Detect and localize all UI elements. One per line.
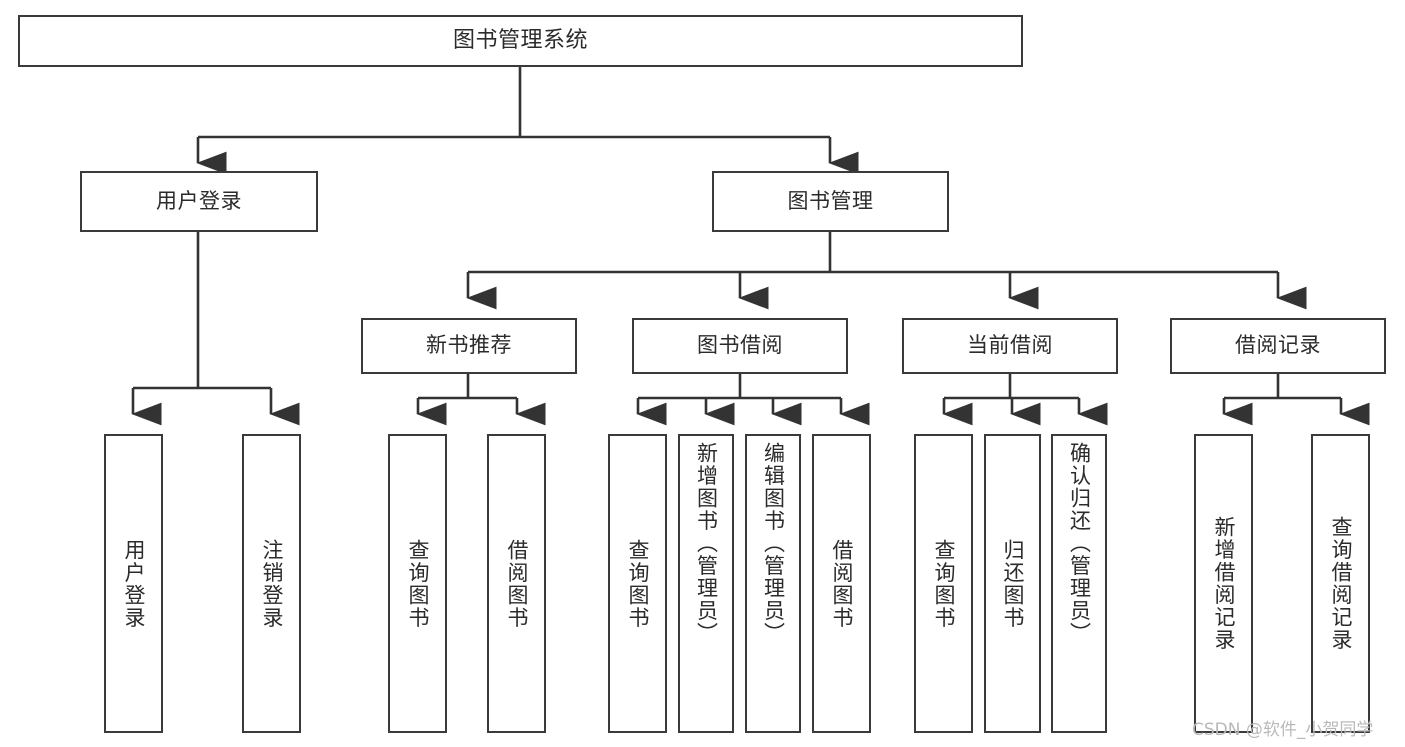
node-borrow-record[interactable]: 借阅记录 (1170, 318, 1386, 374)
node-label: 确认归还（管理员） (1067, 442, 1092, 645)
node-label: 新增借阅记录 (1211, 516, 1236, 651)
node-label: 查询图书 (931, 538, 956, 629)
node-label: 归还图书 (1000, 538, 1025, 629)
leaf-borrow-book-recommend[interactable]: 借阅图书 (487, 434, 546, 733)
node-user-login[interactable]: 用户登录 (80, 171, 318, 232)
leaf-query-book-current[interactable]: 查询图书 (914, 434, 973, 733)
node-book-borrow[interactable]: 图书借阅 (632, 318, 848, 374)
leaf-user-login[interactable]: 用户登录 (104, 434, 163, 733)
node-label: 图书管理 (787, 188, 874, 213)
node-new-book-recommend[interactable]: 新书推荐 (361, 318, 577, 374)
leaf-add-book-admin[interactable]: 新增图书（管理员） (678, 434, 734, 733)
leaf-add-borrow-record[interactable]: 新增借阅记录 (1194, 434, 1253, 733)
node-label: 注销登录 (259, 538, 284, 629)
node-root-book-management-system[interactable]: 图书管理系统 (18, 15, 1023, 67)
leaf-logout-login[interactable]: 注销登录 (242, 434, 301, 733)
node-label: 图书管理系统 (452, 27, 588, 53)
csdn-watermark: CSDN @软件_小贺同学 (1192, 720, 1374, 740)
leaf-edit-book-admin[interactable]: 编辑图书（管理员） (745, 434, 801, 733)
node-label: 查询图书 (405, 538, 430, 629)
leaf-query-book-recommend[interactable]: 查询图书 (388, 434, 447, 733)
leaf-borrow-book-borrow[interactable]: 借阅图书 (812, 434, 871, 733)
leaf-query-borrow-record[interactable]: 查询借阅记录 (1311, 434, 1370, 733)
node-current-borrow[interactable]: 当前借阅 (902, 318, 1118, 374)
node-label: 借阅记录 (1235, 333, 1321, 358)
node-label: 用户登录 (121, 538, 146, 629)
node-label: 借阅图书 (504, 538, 529, 629)
node-label: 查询图书 (625, 538, 650, 629)
node-label: 查询借阅记录 (1328, 516, 1353, 651)
node-label: 借阅图书 (829, 538, 854, 629)
node-label: 编辑图书（管理员） (761, 442, 786, 645)
node-label: 当前借阅 (967, 333, 1053, 358)
node-label: 新增图书（管理员） (694, 442, 719, 645)
leaf-return-book[interactable]: 归还图书 (984, 434, 1041, 733)
node-book-management[interactable]: 图书管理 (712, 171, 949, 232)
node-label: 用户登录 (156, 188, 242, 213)
node-label: 新书推荐 (426, 333, 512, 358)
node-label: 图书借阅 (697, 333, 783, 358)
leaf-confirm-return-admin[interactable]: 确认归还（管理员） (1051, 434, 1107, 733)
leaf-query-book-borrow[interactable]: 查询图书 (608, 434, 667, 733)
